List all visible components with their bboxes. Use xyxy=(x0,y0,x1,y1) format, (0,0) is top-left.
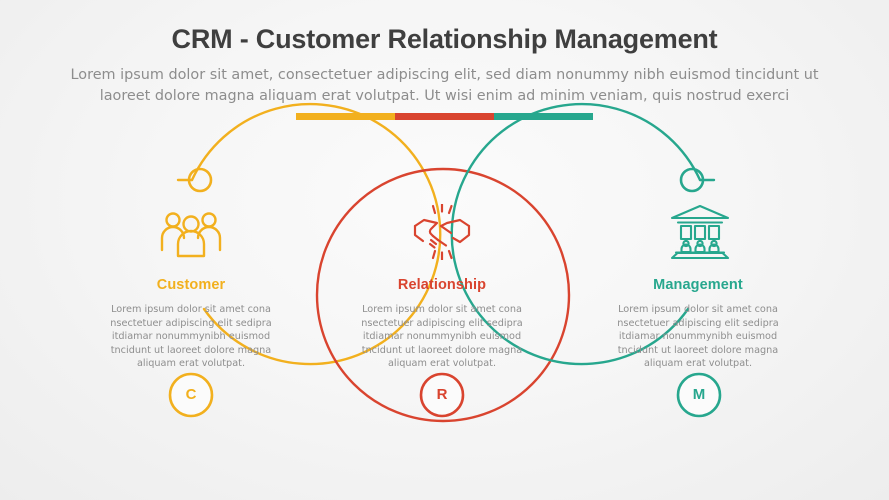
panel-relationship: Relationship Lorem ipsum dolor sit amet … xyxy=(327,277,557,371)
page-subtitle: Lorem ipsum dolor sit amet, consectetuer… xyxy=(70,67,819,104)
panel-body-customer: Lorem ipsum dolor sit amet cona nsectetu… xyxy=(110,304,272,370)
panel-customer: Customer Lorem ipsum dolor sit amet cona… xyxy=(76,277,306,371)
badge-letter-customer: C xyxy=(185,386,197,403)
management-node-dot xyxy=(679,167,705,193)
divider-segment-red xyxy=(395,113,494,120)
page-title: CRM - Customer Relationship Management xyxy=(171,24,718,54)
panel-body-management: Lorem ipsum dolor sit amet cona nsectetu… xyxy=(617,304,779,370)
customer-ring xyxy=(190,102,442,366)
panel-body-relationship: Lorem ipsum dolor sit amet cona nsectetu… xyxy=(361,304,523,370)
customer-badge-ring xyxy=(168,372,214,418)
header: CRM - Customer Relationship Management L… xyxy=(0,0,889,107)
relationship-ring xyxy=(315,167,571,423)
management-badge-ring xyxy=(676,372,722,418)
customer-node-dot xyxy=(187,167,213,193)
panel-heading-management: Management xyxy=(653,277,743,293)
color-divider xyxy=(296,113,593,120)
panel-heading-relationship: Relationship xyxy=(397,277,487,293)
divider-segment-yellow xyxy=(296,113,395,120)
panel-management: Management Lorem ipsum dolor sit amet co… xyxy=(583,277,813,371)
badge-letter-relationship: R xyxy=(436,386,448,403)
relationship-badge-ring xyxy=(419,372,465,418)
divider-segment-teal xyxy=(494,113,593,120)
bank-building-icon xyxy=(668,204,732,260)
handshake-icon xyxy=(410,204,474,260)
panel-heading-customer: Customer xyxy=(156,277,226,293)
people-group-icon xyxy=(159,208,223,264)
badge-letter-management: M xyxy=(692,386,706,403)
